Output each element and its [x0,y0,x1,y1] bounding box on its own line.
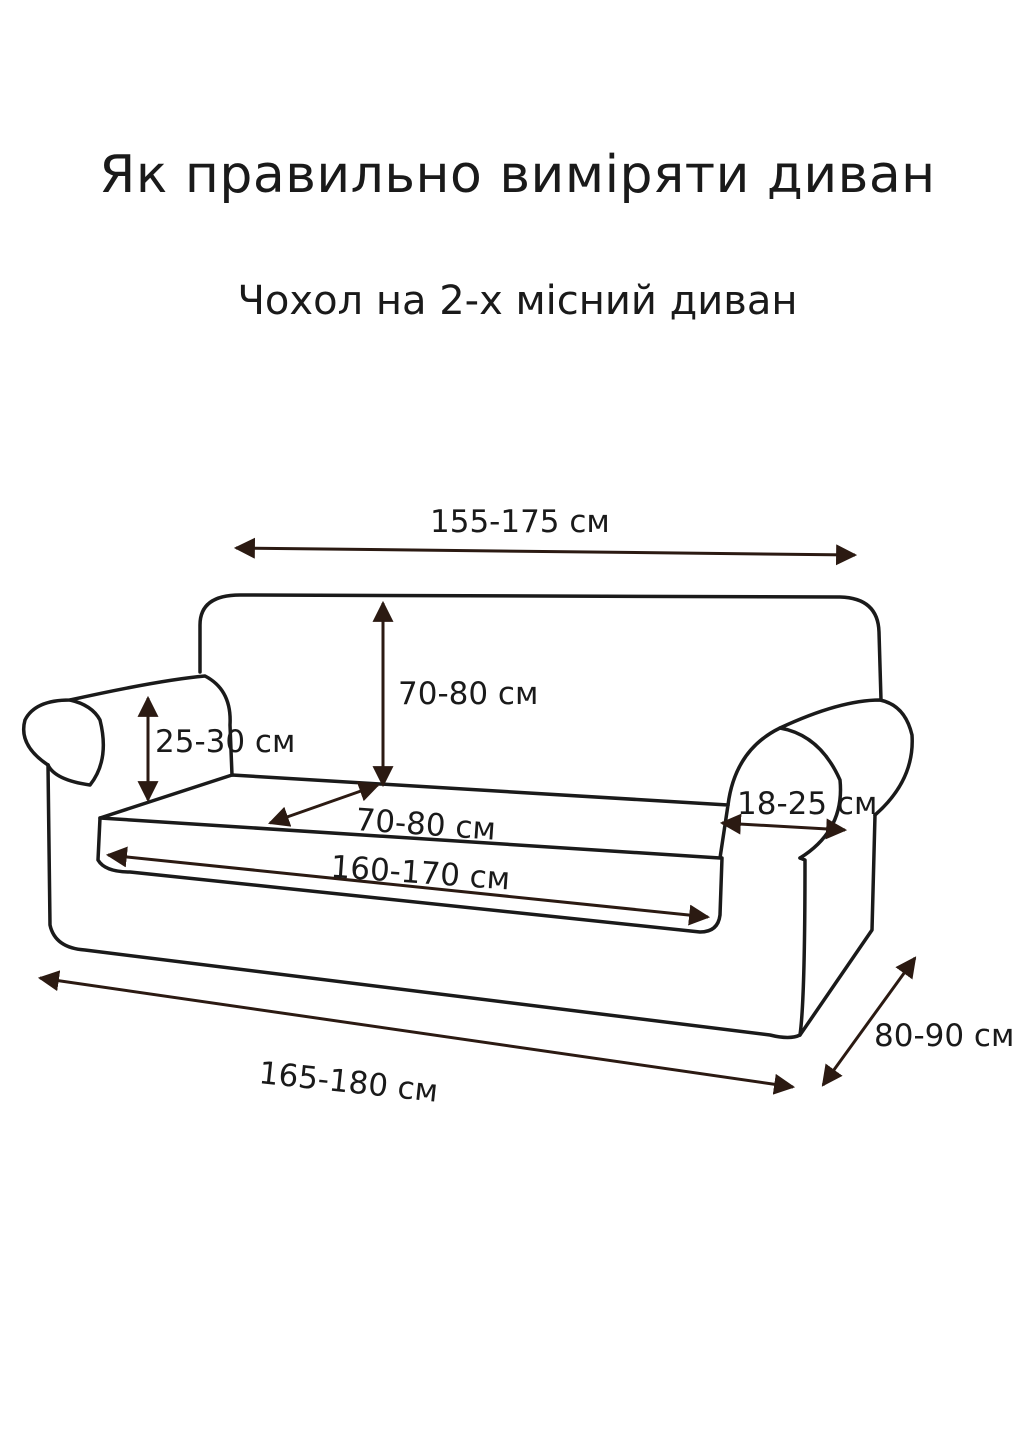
left-arm-roll [22,674,234,777]
seat-cushion [98,773,730,860]
seat-depth-label: 70-80 см [354,802,497,848]
sofa-base [46,763,807,1040]
total-width-arrow [37,970,796,1095]
arm-width-arrow [719,813,848,840]
page-title: Як правильно виміряти диван [99,145,936,205]
top-width-label: 155-175 см [430,504,610,540]
backrest-outline [198,593,883,702]
measurement-arrows [37,537,917,1095]
total-width-label: 165-180 см [257,1055,440,1110]
total-depth-label: 80-90 см [874,1018,1014,1054]
seat-width-label: 160-170 см [329,849,511,897]
total-depth-arrow [821,956,917,1087]
page-subtitle: Чохол на 2-х місний диван [237,278,798,324]
left-arm-face [46,698,106,787]
arm-width-label: 18-25 см [737,786,877,822]
seat-depth-arrow [268,781,380,827]
arm-height-label: 25-30 см [155,724,295,760]
back-height-label: 70-80 см [398,676,538,712]
seat-width-arrow [105,846,711,926]
top-width-arrow [233,537,858,566]
right-arm-roll [726,698,914,817]
